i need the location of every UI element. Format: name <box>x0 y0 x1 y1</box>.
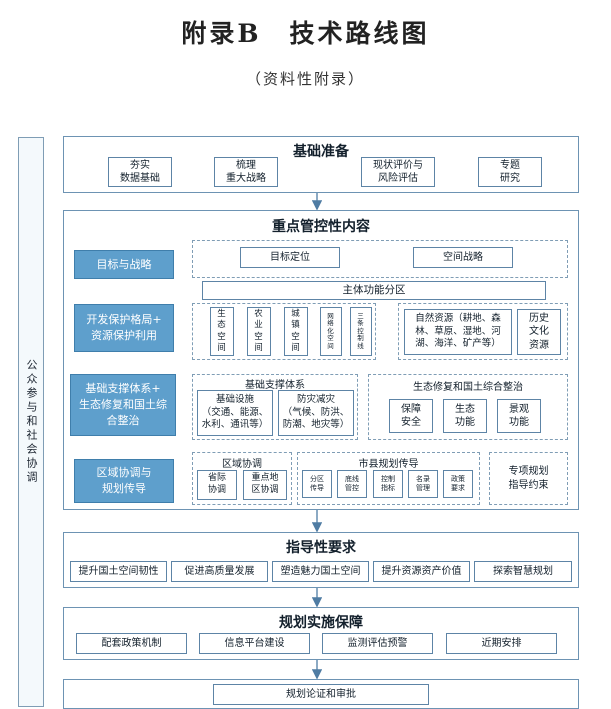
city-guidance-item: 政策 要求 <box>443 470 473 498</box>
guidance-title: 指导性要求 <box>286 540 356 556</box>
main-function-zones-box: 主体功能分区 <box>202 281 546 300</box>
guidance-item: 探索智慧规划 <box>474 561 572 582</box>
review-item: 规划论证和审批 <box>213 684 429 705</box>
space-box: 生 态 空 间 <box>210 307 234 356</box>
infra-group-title: 基础支撑体系 <box>245 380 305 391</box>
dev-protection-label: 开发保护格局+ 资源保护利用 <box>74 304 174 352</box>
special-plan-box: 专项规划 指导约束 <box>489 452 568 505</box>
key-control-title: 重点管控性内容 <box>272 219 370 235</box>
guidance-item: 提升国土空间韧性 <box>70 561 167 582</box>
eco-item-box: 生态 功能 <box>443 399 487 433</box>
regional-coord-title: 区域协调 <box>222 459 262 470</box>
regional-coord-item: 重点地 区协调 <box>243 470 287 500</box>
space-box: 三 条 控 制 线 <box>350 307 372 356</box>
city-guidance-item: 底线 管控 <box>337 470 367 498</box>
guidance-item: 提升资源资产价值 <box>373 561 470 582</box>
disaster-prevention-box: 防灾减灾 （气候、防洪、 防潮、地灾等） <box>278 390 354 436</box>
guidance-item: 促进高质量发展 <box>171 561 268 582</box>
implementation-item: 配套政策机制 <box>76 633 187 654</box>
city-guidance-item: 名录 管理 <box>408 470 438 498</box>
natural-resources-box: 自然资源（耕地、森 林、草原、湿地、河 湖、海洋、矿产等） <box>404 309 512 355</box>
space-box: 城 镇 空 间 <box>284 307 308 356</box>
historic-culture-box: 历史 文化 资源 <box>517 309 561 355</box>
guidance-item: 塑造魅力国土空间 <box>272 561 369 582</box>
space-box: 农 业 空 间 <box>247 307 271 356</box>
side-bar-label: 公众参与和社会协调 <box>25 359 38 485</box>
implementation-item: 近期安排 <box>446 633 557 654</box>
target-positioning-box: 目标定位 <box>240 247 340 268</box>
basic-prep-item: 专题 研究 <box>478 157 542 187</box>
infrastructure-box: 基础设施 （交通、能源、 水利、通讯等） <box>197 390 273 436</box>
basic-prep-item: 夯实 数据基础 <box>108 157 172 187</box>
basic-prep-item: 现状评价与 风险评估 <box>361 157 435 187</box>
basic-prep-title: 基础准备 <box>293 144 349 160</box>
city-guidance-title: 市县规划传导 <box>358 459 419 470</box>
regional-label: 区域协调与 规划传导 <box>74 459 174 503</box>
implementation-title: 规划实施保障 <box>279 615 363 631</box>
implementation-item: 信息平台建设 <box>199 633 310 654</box>
city-guidance-item: 控制 指标 <box>373 470 403 498</box>
side-bar: 公众参与和社会协调 <box>18 137 44 707</box>
page-title: 附录B 技术路线图 <box>181 19 430 48</box>
eco-group-title: 生态修复和国土综合整治 <box>413 382 523 393</box>
basic-prep-item: 梳理 重大战略 <box>214 157 278 187</box>
support-system-label: 基础支撑体系+ 生态修复和国土综 合整治 <box>70 374 176 436</box>
spatial-strategy-box: 空间战略 <box>413 247 513 268</box>
eco-item-box: 景观 功能 <box>497 399 541 433</box>
eco-item-box: 保障 安全 <box>389 399 433 433</box>
space-box: 网 络 化 空 间 <box>320 307 342 356</box>
target-strategy-label: 目标与战略 <box>74 250 174 279</box>
city-guidance-item: 分区 传导 <box>302 470 332 498</box>
implementation-item: 监测评估预警 <box>322 633 433 654</box>
regional-coord-item: 省际 协调 <box>197 470 237 500</box>
page-subtitle: （资料性附录） <box>245 70 365 88</box>
